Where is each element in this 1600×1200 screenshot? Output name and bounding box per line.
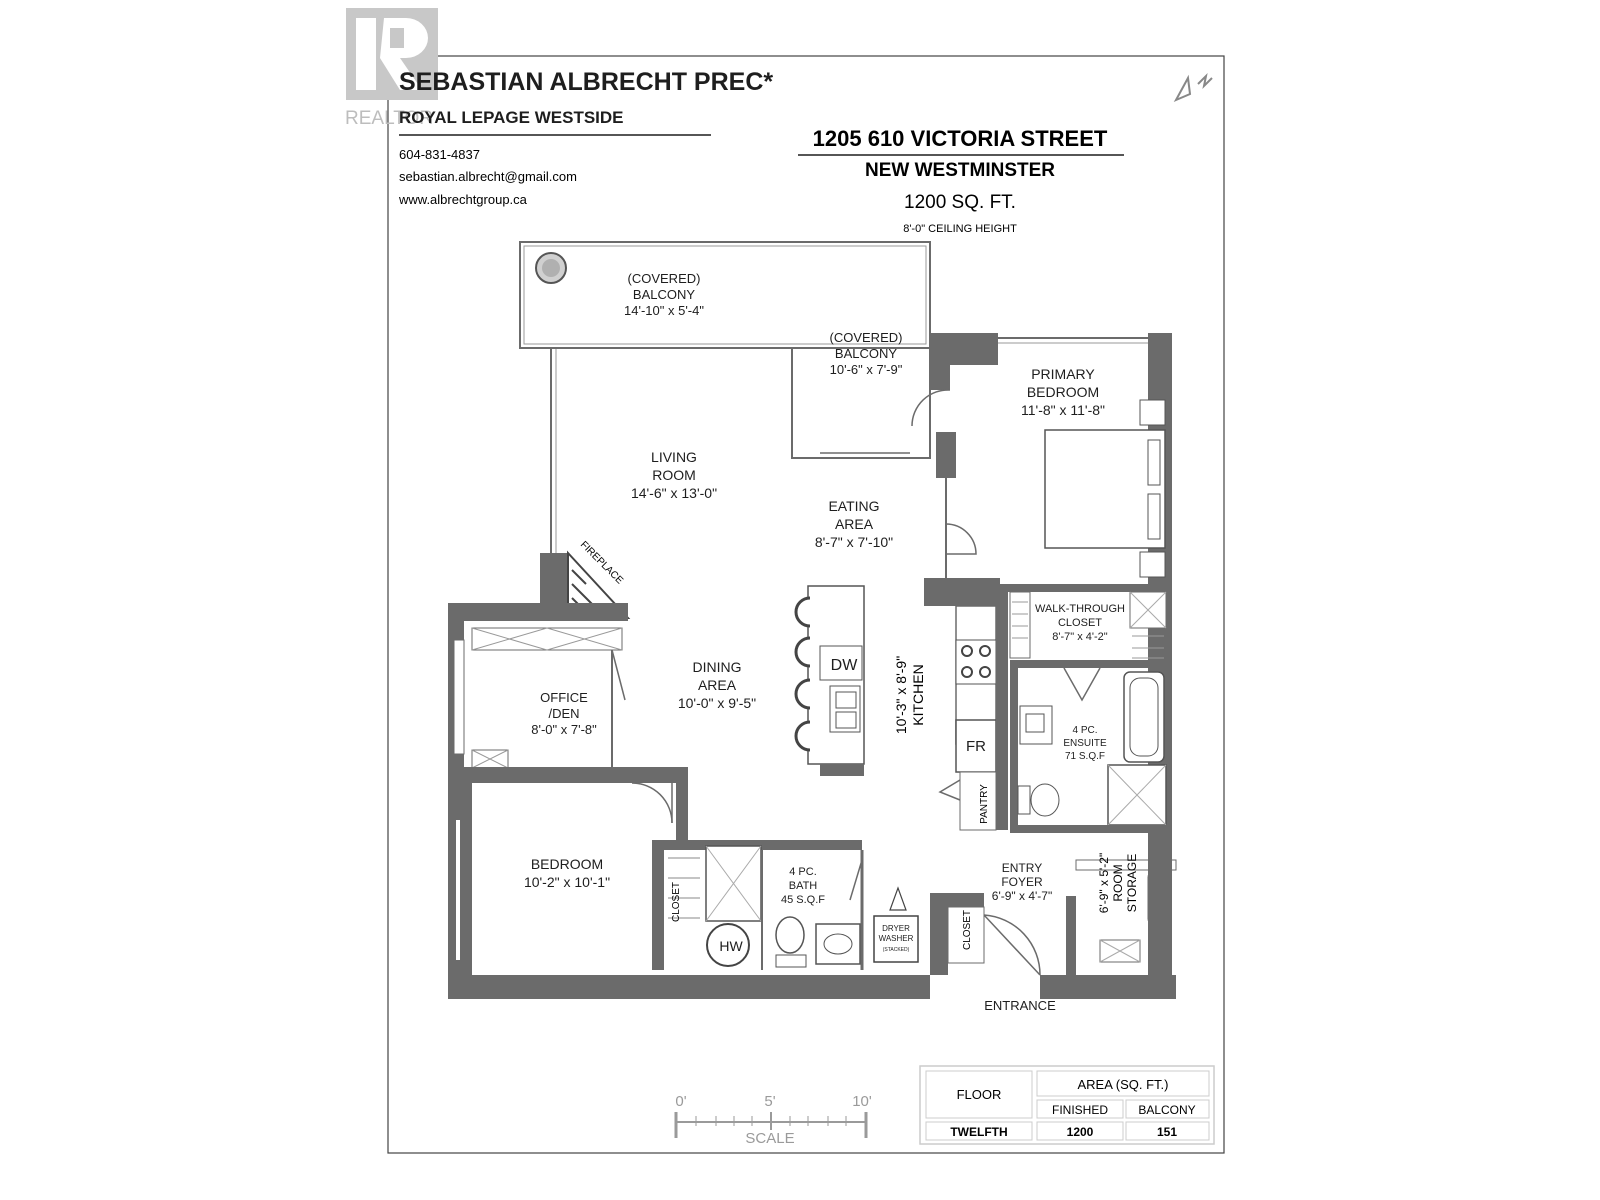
foyer-dims: 6'-9" x 4'-7" <box>992 889 1052 903</box>
agent-brokerage: ROYAL LEPAGE WESTSIDE <box>399 108 624 127</box>
ensuite-dims: 71 S.Q.F <box>1065 751 1105 762</box>
storage-dims: 6'-9" x 5'-2" <box>1097 853 1111 913</box>
dining-dims: 10'-0" x 9'-5" <box>678 695 756 711</box>
balcony-1-dims: 14'-10" x 5'-4" <box>624 303 704 318</box>
bottom-wall <box>448 975 930 999</box>
bar-stools <box>794 596 811 752</box>
table-finished-header: FINISHED <box>1052 1103 1108 1117</box>
table-balcony-header: BALCONY <box>1138 1103 1195 1117</box>
property-area: 1200 SQ. FT. <box>904 192 1016 213</box>
living-dims: 14'-6" x 13'-0" <box>631 485 717 501</box>
ensuite-door <box>1063 667 1101 702</box>
pantry <box>959 771 997 831</box>
laundry-stack <box>873 915 919 963</box>
agent-email: sebastian.albrecht@gmail.com <box>399 169 577 184</box>
pantry-label: PANTRY <box>979 784 990 824</box>
realtor-logo: REALTOR <box>345 8 438 129</box>
table-finished-value: 1200 <box>1067 1125 1094 1139</box>
table-floor-value: TWELFTH <box>950 1125 1007 1139</box>
office-shelf <box>471 627 623 651</box>
table-floor-header: FLOOR <box>957 1087 1002 1102</box>
kitchen-label: KITCHEN <box>910 664 926 725</box>
scale-bar: 0' 5' 10' SCALE <box>674 1093 872 1147</box>
stove <box>955 639 997 685</box>
bedroom-dims: 10'-2" x 10'-1" <box>524 874 610 890</box>
laundry-label-3: (STACKED) <box>883 947 910 953</box>
entry-closet-label: CLOSET <box>962 910 973 950</box>
balcony-1-label-2: BALCONY <box>633 287 695 302</box>
agent-phone: 604-831-4837 <box>399 147 480 162</box>
realtor-logo-text: REALTOR <box>345 108 433 129</box>
office-door <box>611 649 626 701</box>
eating-label-2: AREA <box>835 516 874 532</box>
living-label-2: ROOM <box>652 467 696 483</box>
north-arrow-icon <box>1173 72 1213 103</box>
table-area-header: AREA (SQ. FT.) <box>1077 1077 1168 1092</box>
foyer-label-2: FOYER <box>1001 875 1043 889</box>
walkthrough-dims: 8'-7" x 4'-2" <box>1052 631 1108 643</box>
laundry-label-2: WASHER <box>879 934 914 943</box>
kitchen-island <box>807 585 865 776</box>
primary-label-2: BEDROOM <box>1027 384 1099 400</box>
bedroom-label: BEDROOM <box>531 856 603 872</box>
entry-door <box>983 914 1041 976</box>
ensuite-toilet <box>1030 783 1060 817</box>
bath-dims: 45 S.Q.F <box>781 894 825 906</box>
fridge <box>955 719 997 773</box>
bath-label-2: BATH <box>789 880 818 892</box>
eating-dims: 8'-7" x 7'-10" <box>815 534 893 550</box>
primary-bed <box>1044 399 1166 578</box>
balcony-2-dims: 10'-6" x 7'-9" <box>830 362 903 377</box>
water-heater-label: HW <box>719 938 743 954</box>
agent-website: www.albrechtgroup.ca <box>398 192 528 207</box>
primary-door <box>945 523 977 555</box>
living-label-1: LIVING <box>651 449 697 465</box>
primary-dims: 11'-8" x 11'-8" <box>1021 402 1105 418</box>
scale-tick-0: 0' <box>675 1093 686 1110</box>
scale-tick-5: 5' <box>764 1093 775 1110</box>
table-balcony-value: 151 <box>1157 1125 1177 1139</box>
dishwasher-label: DW <box>831 657 859 674</box>
office-dims: 8'-0" x 7'-8" <box>531 722 597 737</box>
eating-label-1: EATING <box>828 498 879 514</box>
laundry-label-1: DRYER <box>882 924 910 933</box>
walkthrough-label-2: CLOSET <box>1058 617 1102 629</box>
balcony-2-label-2: BALCONY <box>835 346 897 361</box>
storage-label-2: ROOM <box>1111 864 1125 901</box>
entrance-label: ENTRANCE <box>984 998 1056 1013</box>
property-address: 1205 610 VICTORIA STREET <box>813 126 1108 151</box>
primary-label-1: PRIMARY <box>1031 366 1095 382</box>
office-label-1: OFFICE <box>540 690 588 705</box>
foyer-label-1: ENTRY <box>1002 861 1042 875</box>
dining-label-2: AREA <box>698 677 737 693</box>
primary-balcony-door <box>911 389 951 427</box>
ensuite-label-1: 4 PC. <box>1072 725 1097 736</box>
office-top-wall <box>448 603 628 621</box>
office-label-2: /DEN <box>548 706 579 721</box>
balcony-1-label-1: (COVERED) <box>628 271 701 286</box>
water-heater <box>706 923 750 967</box>
walkthrough-label-1: WALK-THROUGH <box>1035 603 1125 615</box>
fridge-label: FR <box>966 738 986 755</box>
area-table: FLOOR AREA (SQ. FT.) FINISHED BALCONY TW… <box>919 1065 1215 1145</box>
ensuite-label-2: ENSUITE <box>1063 738 1107 749</box>
storage-label-1: STORAGE <box>1125 854 1139 912</box>
floor-plan: FIREPLACE <box>448 241 1177 999</box>
bedroom-closet-label: CLOSET <box>671 882 682 922</box>
kitchen-dims: 10'-3" x 8'-9" <box>893 656 909 734</box>
bath-toilet <box>775 916 805 954</box>
balcony-2-label-1: (COVERED) <box>830 330 903 345</box>
property-city: NEW WESTMINSTER <box>865 160 1055 181</box>
office-bedroom-wall <box>448 767 688 783</box>
ensuite-top-wall <box>1010 660 1150 668</box>
bath-label-1: 4 PC. <box>789 866 817 878</box>
dining-label-1: DINING <box>693 659 742 675</box>
scale-label: SCALE <box>745 1130 794 1147</box>
fireplace <box>540 550 631 619</box>
agent-name: SEBASTIAN ALBRECHT PREC* <box>399 68 773 96</box>
scale-tick-10: 10' <box>852 1093 872 1110</box>
property-ceiling: 8'-0" CEILING HEIGHT <box>903 223 1017 235</box>
primary-top-wall <box>930 333 998 365</box>
